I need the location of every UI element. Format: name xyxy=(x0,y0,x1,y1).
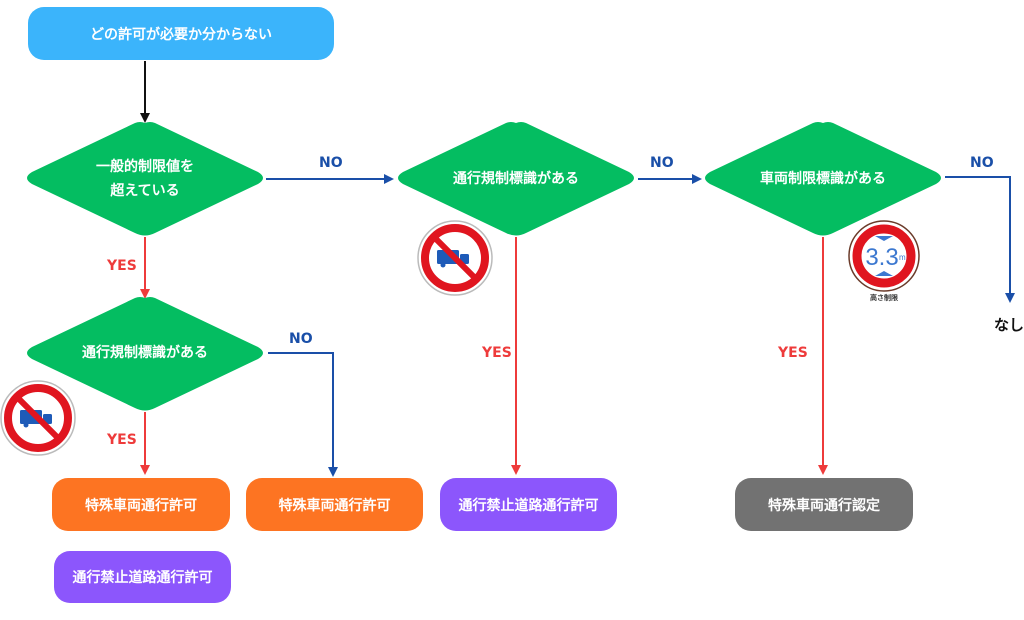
decision-exceeds-limit-line1: 一般的制限値を xyxy=(96,159,194,175)
decision-traffic-sign-left-shape xyxy=(27,297,263,411)
no-trucks-sign-icon xyxy=(0,380,76,456)
decision-vehicle-limit-shape xyxy=(705,122,941,236)
decision-exceeds-limit-line2: 超えている xyxy=(110,183,180,199)
result-label: 通行禁止道路通行許可 xyxy=(72,570,213,586)
decision-traffic-sign-left-label: 通行規制標識がある xyxy=(82,345,208,361)
result-special-vehicle-permit-left: 特殊車両通行許可 xyxy=(52,478,230,531)
edge-label-no-2: NO xyxy=(289,331,313,347)
edge-label-yes-2: YES xyxy=(107,432,137,448)
result-road-closure-permit-mid: 通行禁止道路通行許可 xyxy=(440,478,617,531)
decision-exceeds-limit-shape xyxy=(27,122,263,236)
decision-vehicle-limit-sign: 車両制限標識がある xyxy=(723,167,923,191)
result-special-vehicle-permit-right: 特殊車両通行許可 xyxy=(246,478,423,531)
decision-traffic-sign-mid-shape xyxy=(398,122,634,236)
edge-label-no-3: NO xyxy=(650,155,674,171)
height-limit-sign-icon: 3.3 m xyxy=(848,220,920,292)
result-special-vehicle-certification: 特殊車両通行認定 xyxy=(735,478,913,531)
result-label: 特殊車両通行認定 xyxy=(768,497,880,514)
decision-traffic-sign-mid: 通行規制標識がある xyxy=(416,167,616,191)
decision-exceeds-limit: 一般的制限値を 超えている xyxy=(45,155,245,203)
result-label: 特殊車両通行許可 xyxy=(278,497,391,514)
result-none: なし xyxy=(994,316,1024,334)
no-trucks-sign-icon xyxy=(417,220,493,296)
arrow-no-decision4-to-none xyxy=(945,176,1015,303)
result-road-closure-permit-left: 通行禁止道路通行許可 xyxy=(54,551,231,603)
height-limit-value: 3.3 xyxy=(865,244,898,271)
start-node: どの許可が必要か分からない xyxy=(28,7,334,60)
start-node-label: どの許可が必要か分からない xyxy=(90,26,272,43)
edge-label-yes-3: YES xyxy=(482,345,512,361)
arrow-no-decision2-to-result xyxy=(268,352,338,477)
height-limit-caption: 高さ制限 xyxy=(870,294,898,302)
height-limit-unit: m xyxy=(899,253,906,262)
decision-traffic-sign-mid-label: 通行規制標識がある xyxy=(453,171,579,187)
decision-traffic-sign-left: 通行規制標識がある xyxy=(45,341,245,365)
result-label: 特殊車両通行許可 xyxy=(85,497,197,514)
edge-label-yes-4: YES xyxy=(778,345,808,361)
edge-label-no-4: NO xyxy=(970,155,994,171)
edge-label-yes-1: YES xyxy=(107,258,137,274)
edge-label-no-1: NO xyxy=(319,155,343,171)
result-label: 通行禁止道路通行許可 xyxy=(458,497,599,514)
decision-vehicle-limit-sign-label: 車両制限標識がある xyxy=(760,171,886,187)
